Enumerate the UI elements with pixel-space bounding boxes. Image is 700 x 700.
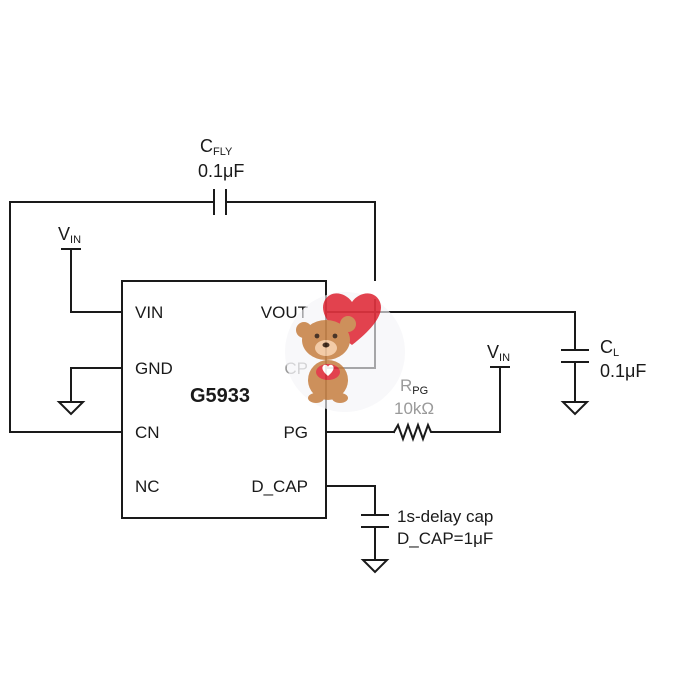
- small-heart-icon: [322, 364, 334, 376]
- rpg-label: RPG: [400, 376, 428, 397]
- cl-capacitor: CL 0.1μF: [560, 337, 646, 416]
- cfly-capacitor: CFLY 0.1μF: [198, 136, 244, 215]
- bear-heart-watermark: [285, 292, 405, 412]
- pin-pg: PG: [283, 423, 308, 442]
- ground-triangle-cl: [560, 401, 590, 416]
- pin-nc: NC: [135, 477, 160, 496]
- ground-triangle-dcap: [360, 559, 390, 574]
- dcap-line1: 1s-delay cap: [397, 507, 493, 526]
- dcap-line2: D_CAP=1μF: [397, 529, 493, 548]
- pin-vin: VIN: [135, 303, 163, 322]
- wire-vout: [325, 311, 576, 351]
- pin-gnd: GND: [135, 359, 173, 378]
- bear-eye-right: [332, 333, 338, 339]
- wire-cfly-right: [225, 201, 376, 281]
- vin-left-label: VIN: [58, 224, 81, 246]
- pin-dcap: D_CAP: [251, 477, 308, 496]
- wire-vin-left: [70, 248, 123, 313]
- wire-cfly-left: [9, 201, 215, 433]
- rpg-value: 10kΩ: [394, 399, 434, 418]
- vin-left-supply: VIN: [58, 224, 81, 250]
- wire-gnd: [70, 367, 123, 403]
- bear-foot-left: [308, 393, 324, 403]
- chip-g5933: VIN GND CN NC VOUT CP PG D_CAP G5933: [121, 280, 327, 519]
- wire-rpg-vin: [433, 366, 501, 433]
- cl-value: 0.1μF: [600, 361, 646, 381]
- bear-snout: [315, 340, 337, 356]
- bear-foot-right: [332, 393, 348, 403]
- cfly-label: CFLY: [200, 136, 233, 158]
- ground-triangle: [56, 401, 86, 416]
- cl-label: CL: [600, 337, 619, 359]
- vin-right-supply: VIN: [487, 342, 510, 368]
- resistor-zigzag: [392, 422, 435, 442]
- cfly-value: 0.1μF: [198, 161, 244, 181]
- pin-cn: CN: [135, 423, 160, 442]
- bear-eye-left: [314, 333, 320, 339]
- rpg-resistor: RPG 10kΩ: [392, 376, 435, 442]
- vin-right-label: VIN: [487, 342, 510, 364]
- bear-nose: [322, 342, 330, 348]
- dcap-capacitor: 1s-delay cap D_CAP=1μF: [360, 507, 493, 574]
- chip-body: [121, 280, 327, 519]
- wire-dcap: [325, 485, 376, 516]
- chip-name: G5933: [190, 385, 250, 407]
- ground-symbol-gnd: [56, 401, 86, 416]
